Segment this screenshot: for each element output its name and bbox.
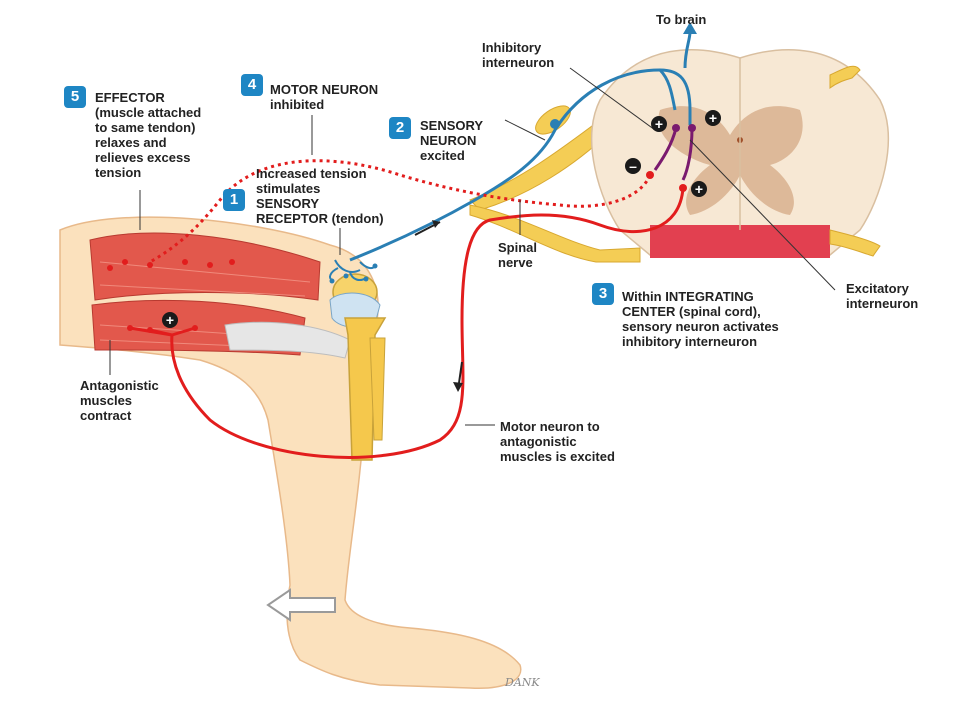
step-1-badge: 1 <box>223 189 245 211</box>
label-antagonistic-muscles: Antagonistic muscles contract <box>80 378 159 423</box>
step-3-badge: 3 <box>592 283 614 305</box>
step-4-badge: 4 <box>241 74 263 96</box>
synapse-plus-sign: + <box>705 110 721 126</box>
step-5-text: EFFECTOR (muscle attached to same tendon… <box>95 90 202 180</box>
interneurons <box>653 127 694 181</box>
antagonistic-endplates <box>127 171 687 333</box>
spinal-cord <box>590 48 890 258</box>
label-inhibitory-interneuron: Inhibitory interneuron <box>482 40 555 70</box>
synapse-plus-sign: + <box>651 116 667 132</box>
leader-lines <box>109 67 836 426</box>
synapse-plus-sign: + <box>691 181 707 197</box>
inhibited-motor-neuron <box>149 159 652 264</box>
knee-bones <box>329 273 387 461</box>
step-1-text: Increased tension stimulates SENSORY REC… <box>256 166 384 226</box>
step-3-text: Within INTEGRATING CENTER (spinal cord),… <box>622 289 779 349</box>
step-2-text: SENSORY NEURON excited <box>420 118 484 163</box>
signal-arrows <box>414 220 463 392</box>
label-spinal-nerve: Spinal nerve <box>498 240 538 270</box>
thigh-muscles <box>89 232 351 359</box>
step-5-badge: 5 <box>64 86 86 108</box>
sensory-neuron <box>329 22 697 284</box>
synapse-minus-sign: – <box>625 158 641 174</box>
label-excitatory-interneuron: Excitatory interneuron <box>846 281 919 311</box>
step-2-badge: 2 <box>389 117 411 139</box>
step-4-text: MOTOR NEURON inhibited <box>270 82 379 112</box>
label-motor-neuron-antagonistic: Motor neuron to antagonistic muscles is … <box>500 419 615 464</box>
synapse-plus-sign: + <box>162 312 178 328</box>
artist-signature: DANK <box>505 676 540 689</box>
label-to-brain: To brain <box>656 12 707 27</box>
inhibited-endplates <box>107 259 235 271</box>
leg-movement-arrow <box>266 588 336 622</box>
